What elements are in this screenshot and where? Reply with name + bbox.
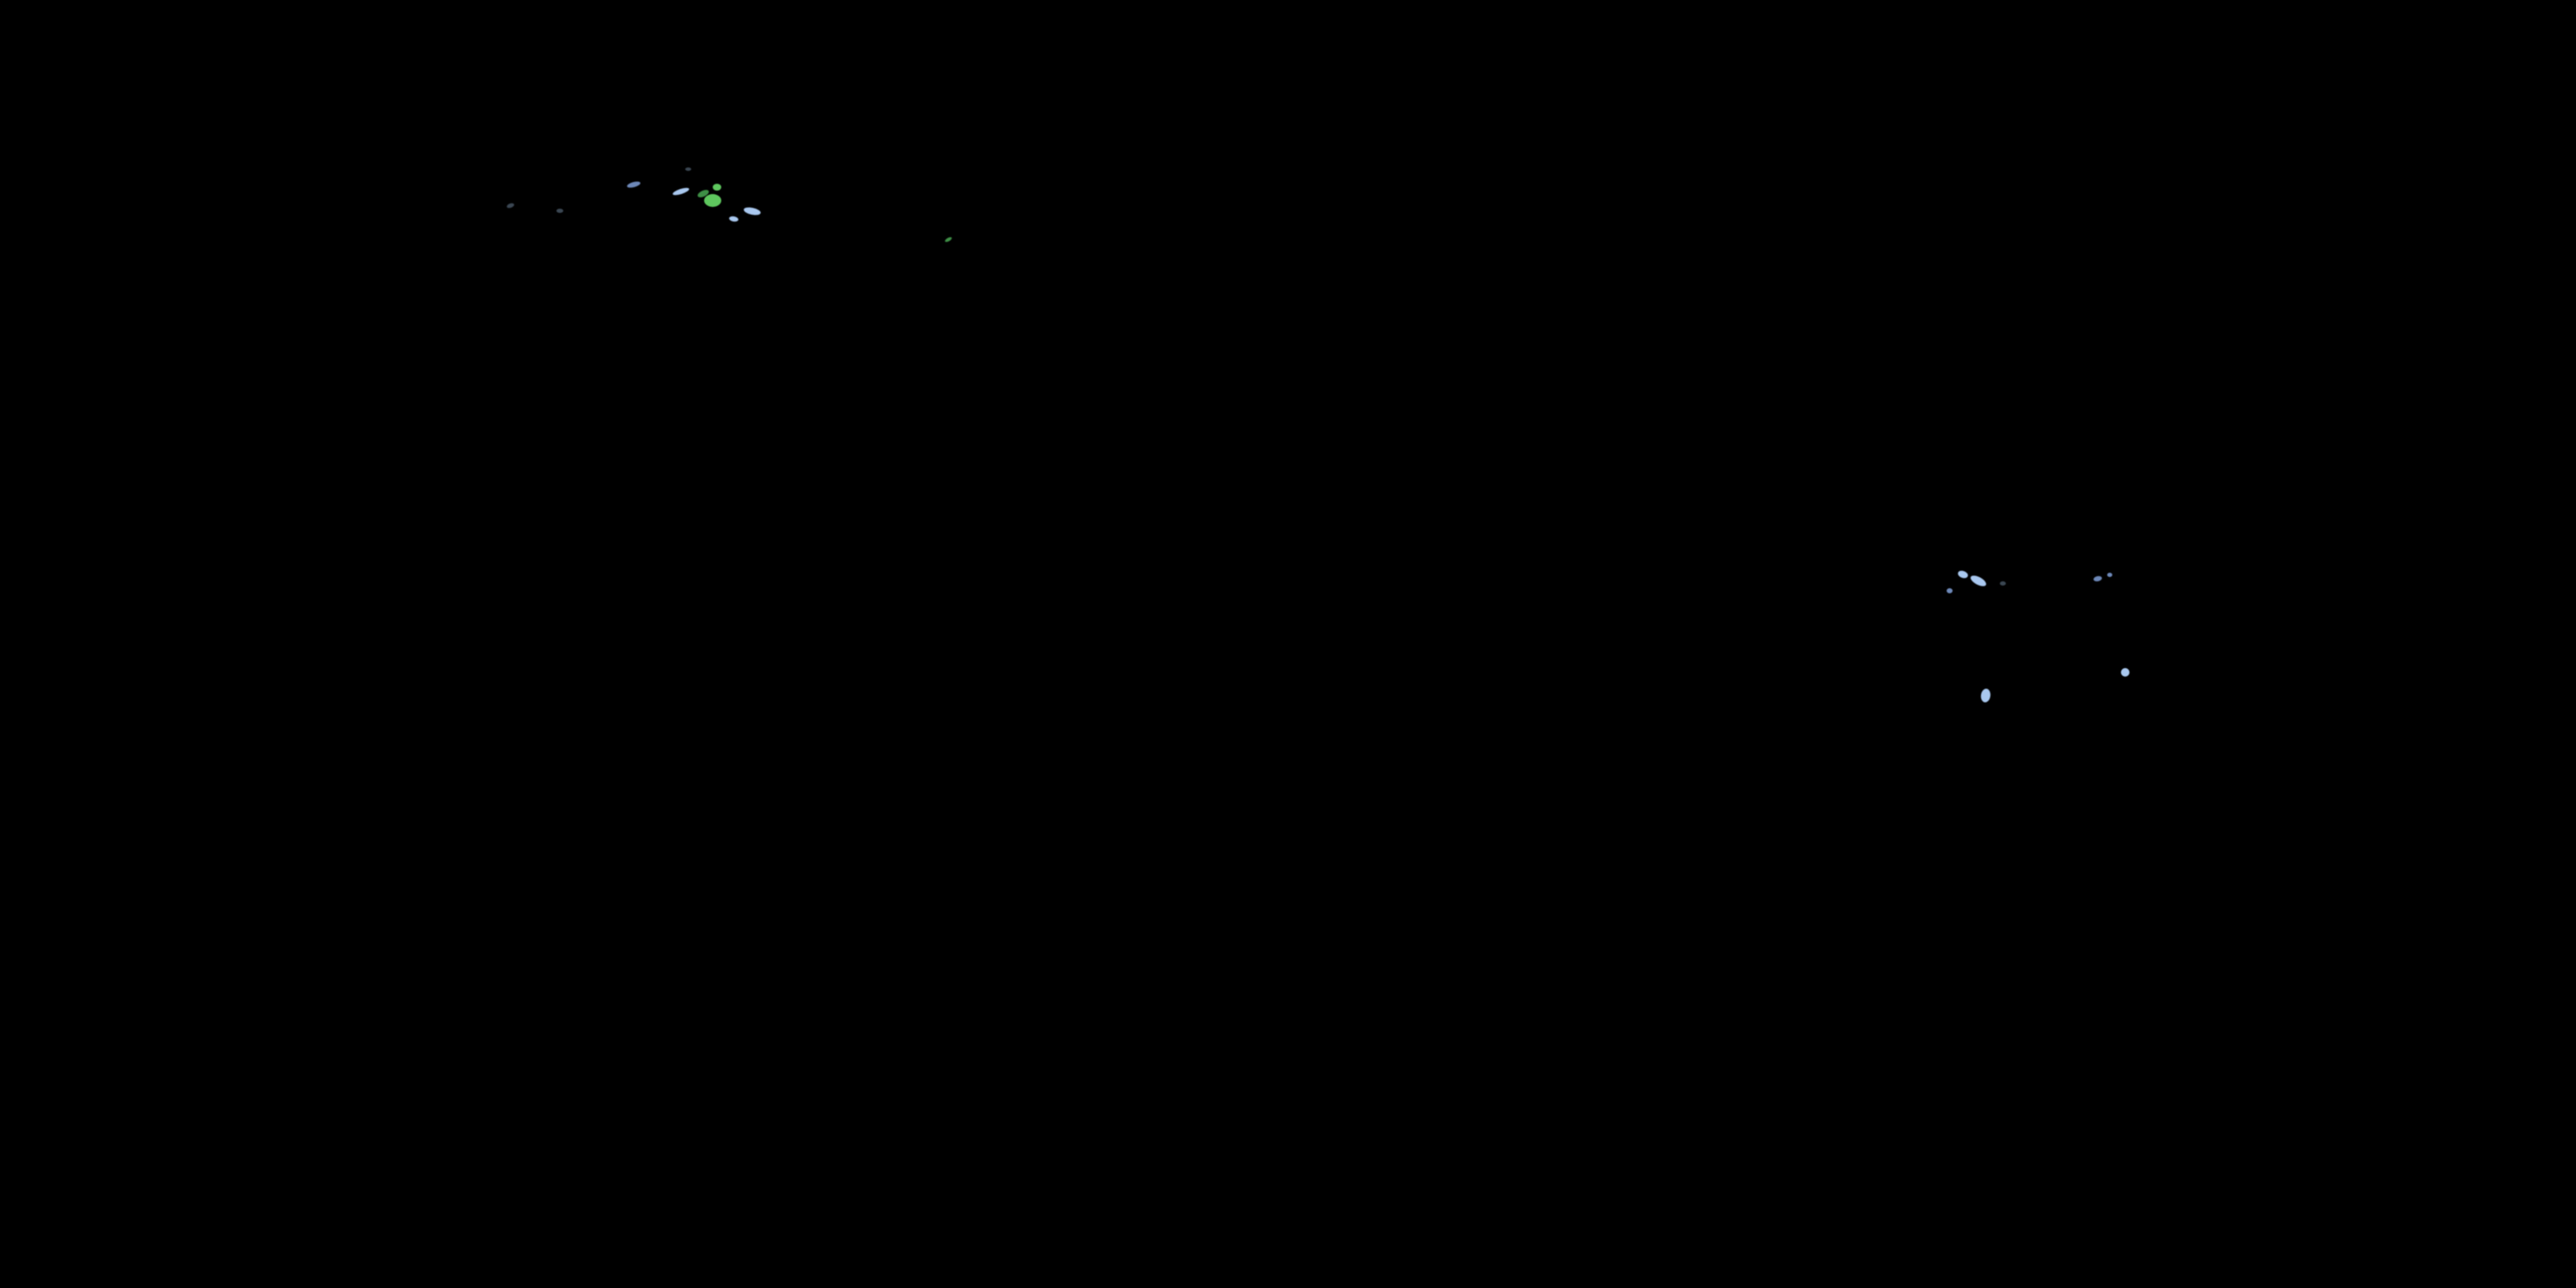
bright-speck	[743, 206, 762, 216]
bright-speck	[1979, 688, 1992, 703]
bright-speck	[626, 180, 641, 189]
bright-speck	[556, 209, 563, 213]
bright-speck	[2107, 573, 2112, 577]
bright-speck	[671, 186, 690, 197]
bright-speck	[2000, 581, 2006, 586]
bright-speck	[704, 194, 721, 207]
bright-speck	[685, 167, 691, 171]
bright-speck	[1947, 588, 1953, 593]
bright-speck	[713, 184, 721, 191]
bright-speck	[506, 202, 515, 210]
bright-speck	[1956, 569, 1970, 580]
bright-speck	[944, 236, 953, 243]
bright-speck	[2121, 668, 2129, 677]
bright-speck	[2093, 575, 2103, 582]
bright-speck	[1969, 573, 1988, 589]
bright-speck	[728, 216, 739, 222]
